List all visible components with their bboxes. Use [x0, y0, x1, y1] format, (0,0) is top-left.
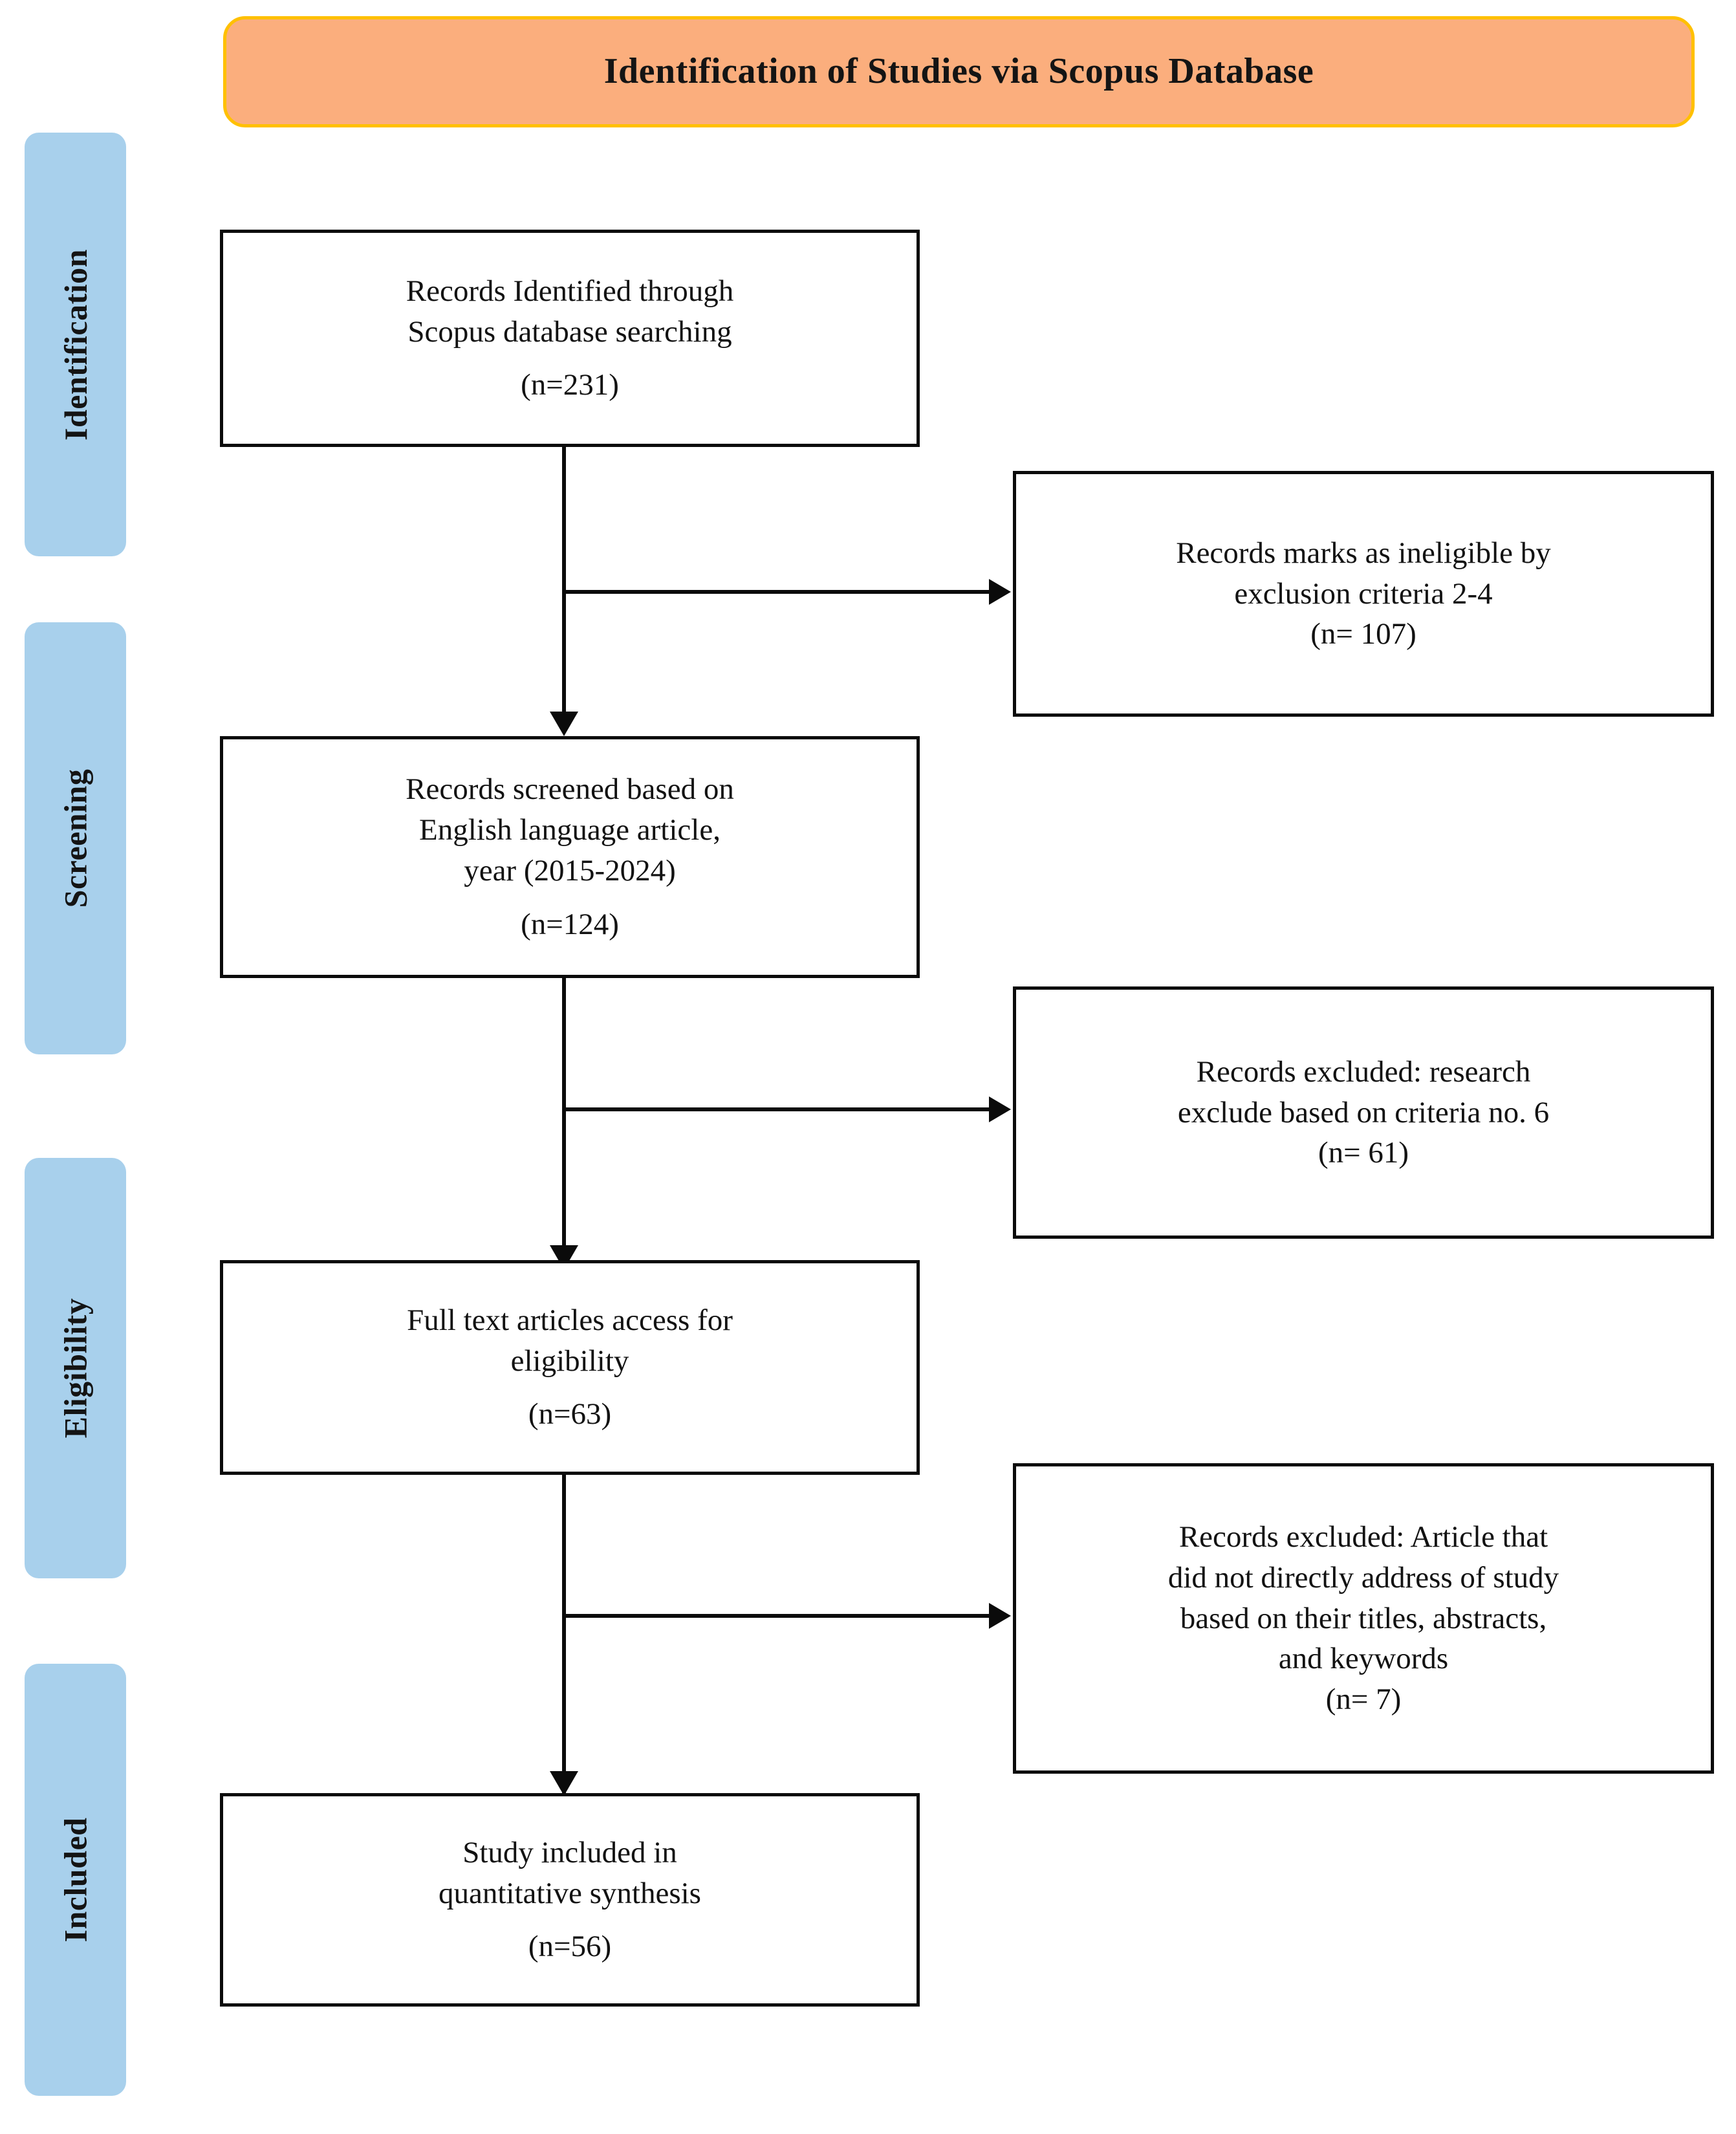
- flowbox-count: (n= 7): [1325, 1682, 1402, 1717]
- page-title: Identification of Studies via Scopus Dat…: [603, 51, 1314, 92]
- flowbox-line: Records excluded: Article that: [1178, 1519, 1548, 1554]
- flowbox-count: (n= 107): [1310, 617, 1416, 651]
- flowbox-ineligible-criteria-2-4: Records marks as ineligible by exclusion…: [1013, 471, 1714, 717]
- stage-label-identification: Identification: [57, 248, 94, 441]
- flowbox-line: Scopus database searching: [407, 314, 732, 349]
- arrowhead-right-to-ineligible: [989, 579, 1011, 605]
- flowbox-line: Records screened based on: [406, 772, 734, 807]
- stage-chip-eligibility: Eligibility: [25, 1158, 126, 1578]
- flowbox-line: Records excluded: research: [1196, 1054, 1531, 1089]
- arrowhead-right-to-excluded-criteria6: [989, 1096, 1011, 1122]
- connector-branch-to-ineligible: [562, 590, 989, 594]
- flowbox-excluded-criteria-6: Records excluded: research exclude based…: [1013, 986, 1714, 1239]
- flowbox-line: year (2015-2024): [464, 854, 676, 887]
- flowbox-records-identified: Records Identified through Scopus databa…: [220, 230, 920, 447]
- flowbox-line: exclude based on criteria no. 6: [1177, 1095, 1550, 1129]
- flowbox-line: based on their titles, abstracts,: [1180, 1601, 1547, 1635]
- flowbox-count: (n=124): [521, 907, 619, 941]
- flowbox-study-included: Study included in quantitative synthesis…: [220, 1793, 920, 2007]
- stage-label-screening: Screening: [57, 768, 94, 908]
- arrowhead-down-to-screening: [550, 712, 578, 736]
- flowbox-line: eligibility: [510, 1344, 629, 1378]
- stage-chip-identification: Identification: [25, 133, 126, 556]
- flowbox-count: (n= 61): [1318, 1136, 1409, 1170]
- flowbox-line: Records marks as ineligible by: [1176, 536, 1551, 570]
- flowbox-count: (n=231): [521, 368, 619, 402]
- flowbox-line: exclusion criteria 2-4: [1234, 576, 1493, 611]
- connector-screening-to-eligibility: [562, 978, 566, 1269]
- stage-label-eligibility: Eligibility: [57, 1298, 94, 1439]
- connector-eligibility-to-included: [562, 1475, 566, 1795]
- stage-label-included: Included: [57, 1817, 94, 1943]
- flowbox-line: and keywords: [1278, 1642, 1449, 1676]
- stage-chip-included: Included: [25, 1664, 126, 2096]
- flowbox-line: did not directly address of study: [1167, 1560, 1559, 1595]
- arrowhead-right-to-excluded-not-addressing: [989, 1603, 1011, 1629]
- flowbox-line: Records Identified through: [406, 274, 734, 308]
- connector-branch-to-excluded-not-addressing: [562, 1614, 989, 1618]
- flowbox-full-text-assessed: Full text articles access for eligibilit…: [220, 1260, 920, 1475]
- connector-identification-to-screening: [562, 446, 566, 724]
- flowbox-records-screened: Records screened based on English langua…: [220, 736, 920, 978]
- flowbox-count: (n=63): [528, 1397, 612, 1432]
- flowbox-line: English language article,: [419, 813, 721, 847]
- flowbox-excluded-not-addressing-study: Records excluded: Article that did not d…: [1013, 1463, 1714, 1774]
- arrowhead-down-to-included: [550, 1771, 578, 1796]
- diagram-header-banner: Identification of Studies via Scopus Dat…: [223, 16, 1695, 127]
- stage-chip-screening: Screening: [25, 622, 126, 1054]
- connector-branch-to-excluded-criteria6: [562, 1107, 989, 1111]
- flowbox-line: quantitative synthesis: [439, 1876, 701, 1910]
- flowbox-count: (n=56): [528, 1930, 612, 1964]
- flowbox-line: Study included in: [462, 1835, 677, 1869]
- flowbox-line: Full text articles access for: [407, 1303, 733, 1337]
